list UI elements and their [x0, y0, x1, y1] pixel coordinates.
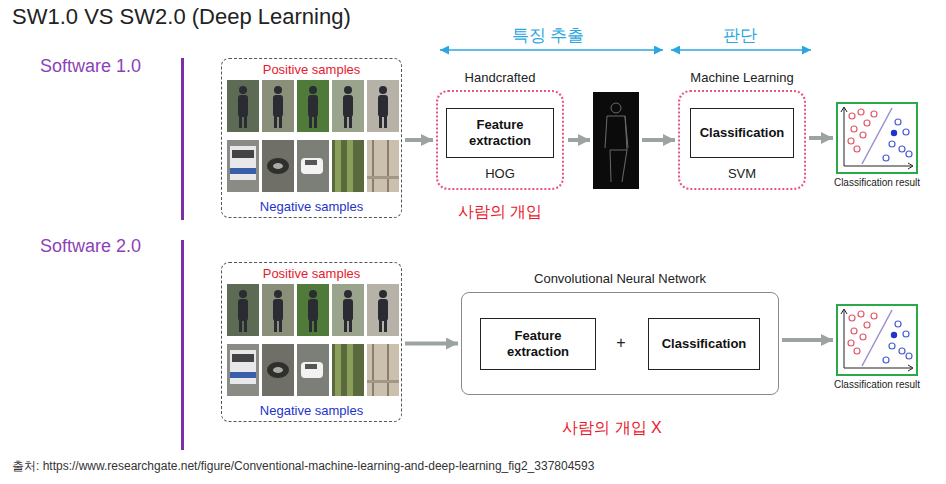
source-caption: 출처: https://www.researchgate.net/figure/… [12, 458, 594, 475]
diagram-title: SW1.0 VS SW2.0 (Deep Learning) [12, 4, 351, 30]
flow-arrow [642, 138, 675, 142]
result-caption: Classification result [834, 379, 920, 390]
process-group: Machine LearningSVMClassification [678, 90, 806, 190]
flow-arrow [782, 338, 833, 342]
span-arrow [671, 49, 811, 51]
flow-arrow [568, 138, 590, 142]
section-label: 특징 추출 [512, 24, 585, 47]
row-label: Software 1.0 [40, 56, 141, 77]
result-caption: Classification result [834, 177, 920, 188]
sample-photos [227, 80, 399, 192]
hog-silhouette [605, 116, 628, 182]
process-box: Classification [690, 108, 794, 158]
process-box: Feature extraction [480, 318, 596, 370]
row-bar [181, 58, 184, 220]
result-plot: Classification result [836, 304, 918, 376]
group-heading: Machine Learning [690, 70, 793, 85]
scatter-plot [836, 102, 918, 174]
box-label: Classification [700, 125, 785, 141]
group-heading: Handcrafted [465, 70, 536, 85]
flow-arrow [405, 342, 458, 346]
box-label: Feature extraction [451, 117, 549, 148]
positive-label: Positive samples [222, 62, 401, 77]
note-label: 사람의 개입 [458, 202, 542, 223]
plus-sign: + [616, 334, 625, 352]
method-label: HOG [438, 166, 562, 181]
process-group: HandcraftedHOGFeature extraction [436, 90, 564, 190]
hog-silhouette [611, 103, 621, 113]
group-heading: Convolutional Neural Network [534, 271, 706, 286]
note-label: 사람의 개입 X [562, 418, 662, 439]
box-label: Feature extraction [485, 328, 591, 359]
negative-label: Negative samples [222, 199, 401, 214]
row-bar [181, 240, 184, 450]
result-plot: Classification result [836, 102, 918, 174]
span-arrow [440, 49, 663, 51]
negative-label: Negative samples [222, 403, 401, 418]
sample-photos [227, 284, 399, 396]
sample-panel: Positive samplesNegative samples [221, 58, 402, 218]
process-box: Classification [648, 318, 760, 370]
flow-arrow [405, 138, 433, 142]
method-label: SVM [680, 166, 804, 181]
scatter-plot [836, 304, 918, 376]
box-label: Classification [662, 336, 747, 352]
section-label: 판단 [723, 24, 757, 47]
hog-feature-image [593, 92, 639, 189]
process-box: Feature extraction [446, 108, 554, 158]
flow-arrow [809, 136, 833, 140]
row-label: Software 2.0 [40, 236, 141, 257]
positive-label: Positive samples [222, 266, 401, 281]
sample-panel: Positive samplesNegative samples [221, 262, 402, 422]
